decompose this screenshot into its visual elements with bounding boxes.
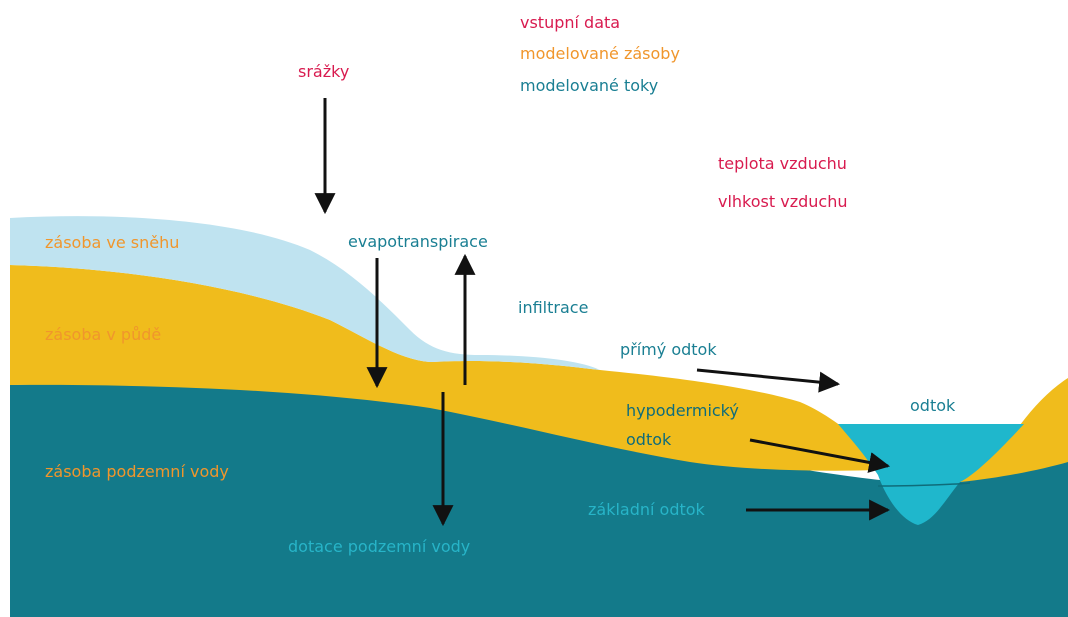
evapotranspiration-label: evapotranspirace (348, 232, 488, 251)
groundwater-layer (10, 383, 1068, 617)
precipitation-label: srážky (298, 62, 350, 81)
direct-runoff-label: přímý odtok (620, 340, 717, 359)
runoff-label: odtok (910, 396, 956, 415)
air-temperature-label: teplota vzduchu (718, 154, 847, 173)
direct-runoff-arrow (696, 368, 841, 393)
hypodermic-runoff-arrow (749, 438, 891, 473)
stream-water (838, 424, 1024, 525)
stream-waterline (877, 482, 971, 487)
legend-modeled-storage: modelované zásoby (520, 44, 680, 63)
infiltration-label: infiltrace (518, 298, 589, 317)
legend-input-data: vstupní data (520, 13, 621, 32)
hypodermic-runoff-label-line1: hypodermický (626, 401, 739, 420)
groundwater-recharge-label: dotace podzemní vody (288, 537, 471, 556)
base-runoff-label: základní odtok (588, 500, 705, 519)
soil-layer (10, 265, 880, 471)
soil-right-bank (960, 378, 1068, 482)
snow-layer (10, 216, 600, 370)
snow-storage-label: zásoba ve sněhu (45, 233, 180, 252)
soil-storage-label: zásoba v půdě (45, 325, 162, 344)
hypodermic-runoff-label-line2: odtok (626, 430, 672, 449)
air-humidity-label: vlhkost vzduchu (718, 192, 848, 211)
legend-modeled-flows: modelované toky (520, 76, 659, 95)
groundwater-storage-label: zásoba podzemní vody (45, 462, 229, 481)
